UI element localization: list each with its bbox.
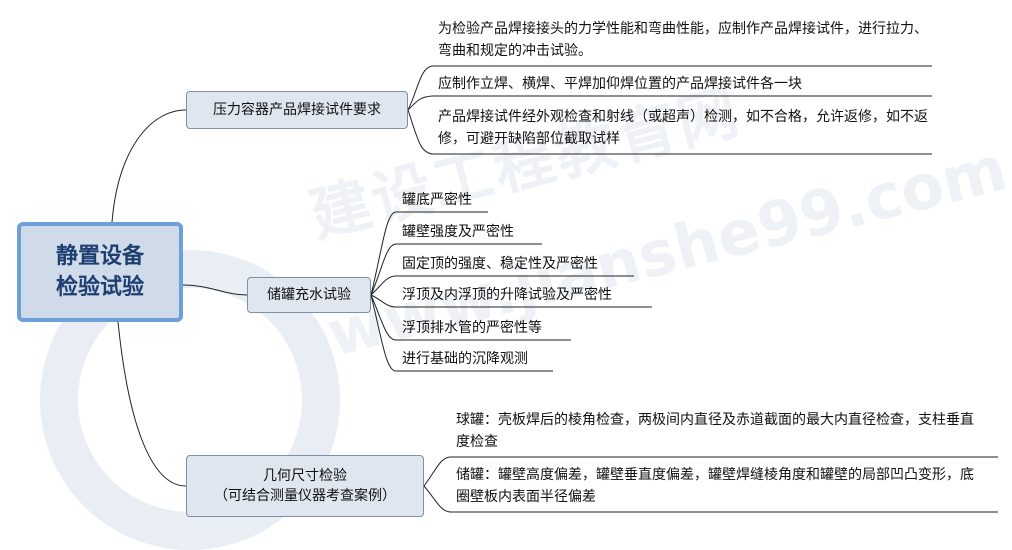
link-geometry-item2 xyxy=(423,485,451,513)
pressure-item-1: 为检验产品焊接接头的力学性能和弯曲性能，应制作产品焊接试件，进行拉力、弯曲和规定… xyxy=(438,21,928,59)
link-tank-item1 xyxy=(370,211,397,296)
topic-geometry-label-line1: 几何尺寸检验 xyxy=(263,468,347,484)
link-tank-item2 xyxy=(370,243,397,296)
topic-pressure-label: 压力容器产品焊接试件要求 xyxy=(213,102,381,118)
topic-tank-label: 储罐充水试验 xyxy=(267,287,351,303)
tank-item-6: 进行基础的沉降观测 xyxy=(402,351,528,367)
tank-item-4: 浮顶及内浮顶的升降试验及严密性 xyxy=(402,287,612,303)
tank-item-1: 罐底严密性 xyxy=(402,192,472,208)
link-root-tank xyxy=(182,284,248,296)
geometry-item-1: 球罐：壳板焊后的棱角检查，两极间内直径及赤道截面的最大内直径检查，支柱垂直度检查 xyxy=(456,412,974,450)
topic-geometry-check: 几何尺寸检验 （可结合测量仪器考查案例） xyxy=(186,455,424,517)
pressure-item-3: 产品焊接试件经外观检查和射线（或超声）检测，如不合格，允许返修，如不返修，可避开… xyxy=(438,109,928,147)
link-geometry-item1 xyxy=(423,456,451,487)
link-pressure-item1 xyxy=(407,65,433,111)
tank-item-3: 固定顶的强度、稳定性及严密性 xyxy=(402,256,598,272)
tank-item-5: 浮顶排水管的严密性等 xyxy=(402,320,542,336)
link-root-geometry xyxy=(117,321,187,487)
geometry-item-2: 储罐：罐壁高度偏差，罐壁垂直度偏差，罐壁焊缝棱角度和罐壁的局部凹凸变形，底圈壁板… xyxy=(456,467,974,505)
pressure-item-2: 应制作立焊、横焊、平焊加仰焊位置的产品焊接试件各一块 xyxy=(438,76,802,92)
topic-pressure-vessel: 压力容器产品焊接试件要求 xyxy=(186,91,408,129)
link-tank-item5 xyxy=(370,294,397,341)
link-tank-item4 xyxy=(370,294,397,308)
mindmap-connectors xyxy=(111,65,998,513)
tank-item-2: 罐壁强度及严密性 xyxy=(402,224,514,240)
link-pressure-item2 xyxy=(407,95,433,111)
link-tank-item3 xyxy=(370,275,397,296)
link-tank-item6 xyxy=(370,294,397,372)
link-pressure-item3 xyxy=(407,109,433,155)
root-title: 静置设备检验试验 xyxy=(55,244,144,300)
link-root-pressure xyxy=(111,109,187,223)
topic-geometry-label-line2: （可结合测量仪器考查案例） xyxy=(214,488,396,504)
root-node: 静置设备检验试验 xyxy=(17,222,183,322)
topic-tank-water-test: 储罐充水试验 xyxy=(247,277,371,313)
